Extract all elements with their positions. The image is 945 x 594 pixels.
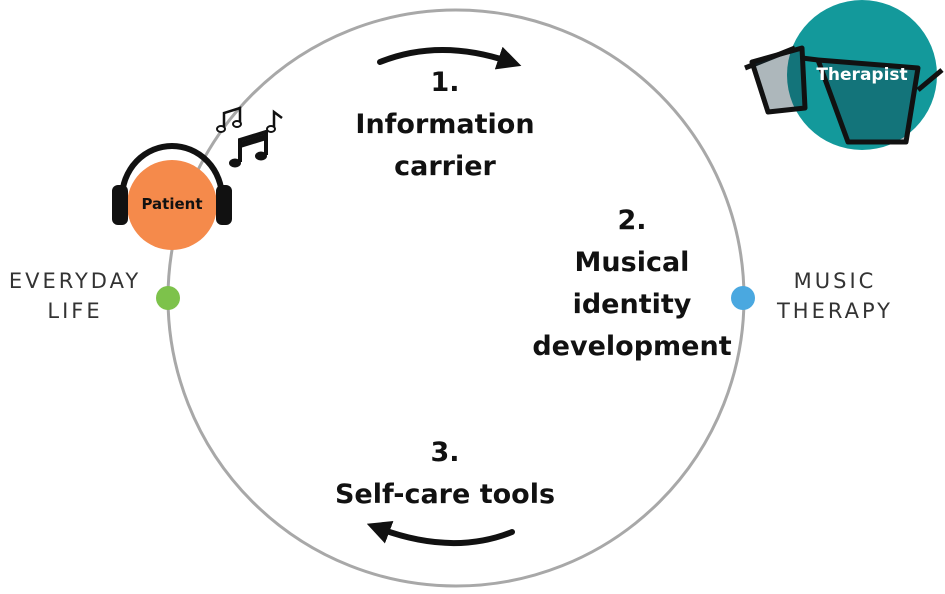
step-3-line-1: Self-care tools xyxy=(334,479,556,510)
music-therapy-line-1: MUSIC xyxy=(793,269,877,293)
music-therapy-line-2: THERAPY xyxy=(776,299,894,323)
step-2-number: 2. xyxy=(617,205,647,236)
therapist-circle xyxy=(787,0,937,150)
glasses-icon xyxy=(744,45,944,145)
step-1: 1. Information carrier xyxy=(345,62,545,188)
step-1-line-2: carrier xyxy=(394,151,496,182)
step-2-line-2: identity xyxy=(572,289,692,320)
patient-circle xyxy=(127,160,217,250)
arrow-step-3 xyxy=(366,521,515,546)
everyday-life-line-2: LIFE xyxy=(47,299,103,323)
music-therapy-dot xyxy=(731,286,755,310)
therapist-label: Therapist xyxy=(816,65,908,85)
music-therapy-label: MUSIC THERAPY xyxy=(760,266,910,326)
step-1-line-1: Information xyxy=(355,109,535,140)
everyday-life-label: EVERYDAY LIFE xyxy=(0,266,150,326)
arrow-step-1 xyxy=(377,46,522,70)
step-3: 3. Self-care tools xyxy=(315,432,575,516)
music-notes-icon xyxy=(216,106,283,168)
step-3-number: 3. xyxy=(430,437,460,468)
everyday-life-dot xyxy=(156,286,180,310)
headphones-icon xyxy=(112,143,232,225)
patient-label: Patient xyxy=(141,195,203,213)
step-2-line-1: Musical xyxy=(574,247,690,278)
step-1-number: 1. xyxy=(430,67,460,98)
step-2: 2. Musical identity development xyxy=(522,200,742,368)
everyday-life-line-1: EVERYDAY xyxy=(8,269,142,293)
step-2-line-3: development xyxy=(532,331,732,362)
